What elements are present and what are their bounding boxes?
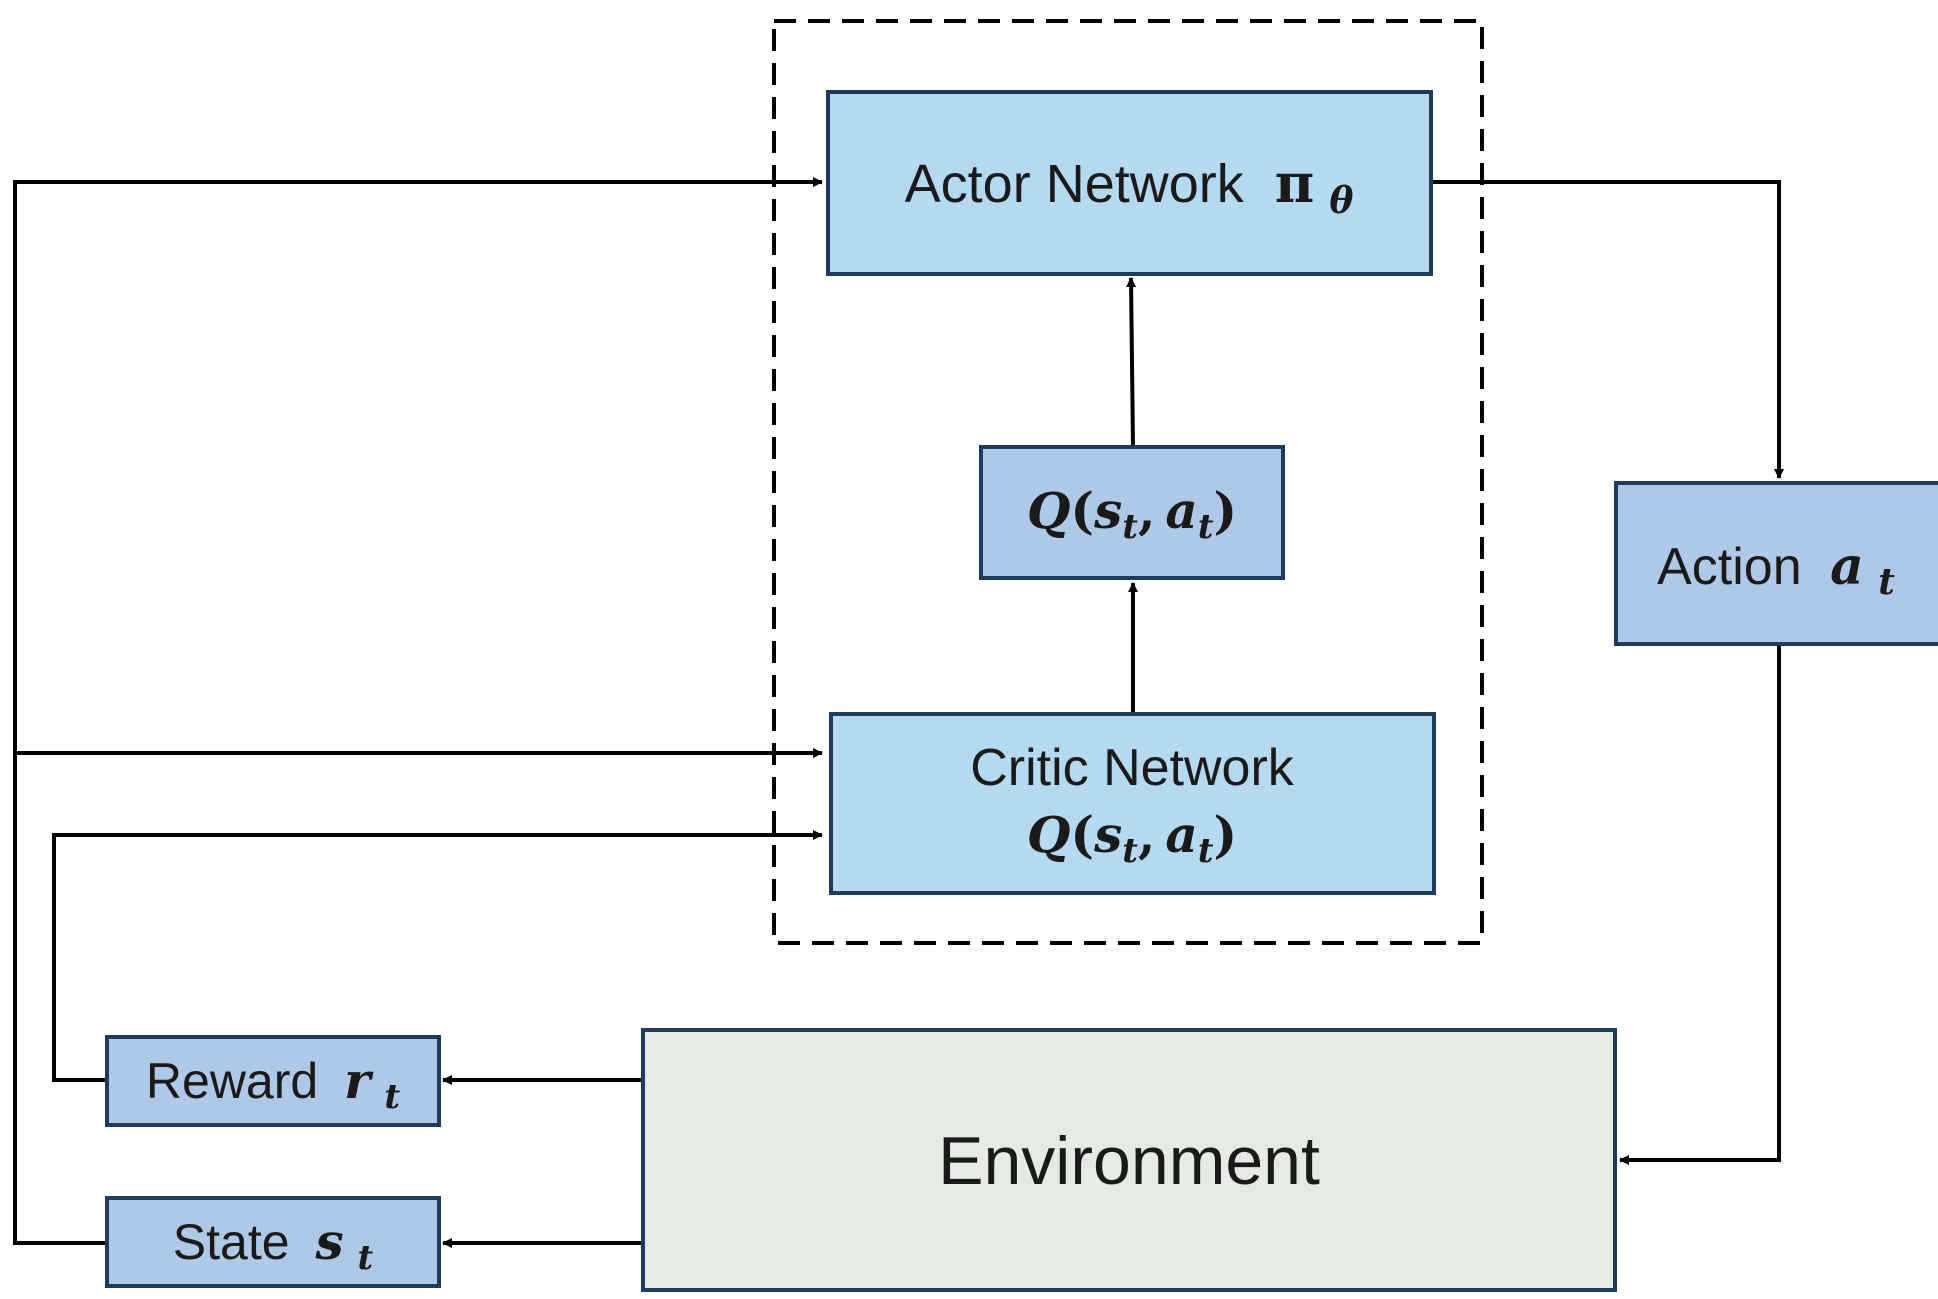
state-text: State s t [173,1212,374,1278]
critic-network-box: Critic Network Q(st,at) [829,712,1436,895]
actor-to-action-line [1431,180,1784,479]
critic-comma: , [1138,805,1155,864]
q-value-rect [979,445,1285,580]
critic-q: Q [1027,805,1071,864]
reward-label: Reward [146,1053,318,1109]
actor-network-box: Actor Network π θ [826,90,1433,276]
q-value-s: s [1093,481,1122,540]
actor-network-rect [826,90,1433,276]
q-value-text: Q(st,at) [1027,481,1237,547]
critic-close: ) [1213,805,1237,864]
q-to-actor-line [1126,277,1137,447]
environment-label: Environment [938,1123,1320,1199]
connectors [13,177,1784,1248]
actor-network-label: Actor Network [905,154,1245,214]
q-value-q: Q [1027,481,1071,540]
q-value-close: ) [1213,481,1237,540]
state-label: State [173,1214,290,1270]
agent-boundary [772,19,1484,945]
reward-subscript: t [384,1077,400,1117]
environment-box: Environment [641,1028,1617,1292]
q-value-a: a [1165,481,1197,540]
action-rect [1614,481,1938,646]
q-value-open: ( [1070,481,1094,540]
q-value-s-sub: t [1122,507,1138,547]
critic-network-label: Critic Network [970,739,1295,797]
reward-rect [105,1035,441,1127]
action-text: Action a t [1657,536,1895,603]
critic-network-formula: Q(st,at) [1027,805,1237,871]
q-value-a-sub: t [1198,507,1214,547]
environment-rect [641,1028,1617,1292]
state-box: State s t [105,1196,441,1288]
critic-network-rect [829,712,1436,895]
action-to-environment-line [1619,645,1781,1165]
action-box: Action a t [1614,481,1938,646]
reward-text: Reward r t [146,1051,400,1117]
state-subscript: t [358,1238,374,1278]
q-value-comma: , [1138,481,1155,540]
state-rect [105,1196,441,1288]
reward-symbol: r [344,1051,374,1110]
state-symbol: s [314,1212,343,1271]
actor-network-text: Actor Network π θ [905,151,1354,222]
action-label: Action [1657,538,1802,596]
critic-open: ( [1070,805,1094,864]
actor-network-symbol: π [1275,151,1315,215]
action-symbol: a [1830,536,1864,597]
critic-s: s [1093,805,1122,864]
reward-box: Reward r t [105,1035,441,1127]
actor-network-subscript: θ [1329,180,1353,222]
q-value-box: Q(st,at) [979,445,1285,580]
state-feedback-line [13,177,823,1245]
critic-a: a [1165,805,1197,864]
critic-s-sub: t [1122,831,1138,871]
critic-a-sub: t [1198,831,1214,871]
action-subscript: t [1878,561,1895,603]
reward-feedback-line [52,830,823,1082]
